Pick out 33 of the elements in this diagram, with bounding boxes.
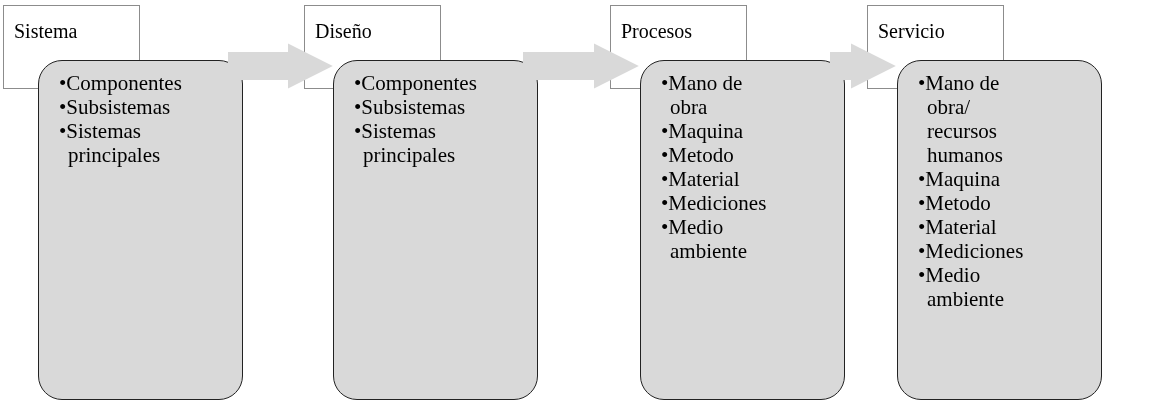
list-item: •Metodo — [661, 143, 735, 167]
stage-title: Sistema — [14, 20, 78, 43]
list-item: •Mano de obra/ recursos humanos — [918, 71, 1004, 167]
list-item: •Medio ambiente — [661, 215, 748, 263]
list-item: •Componentes — [59, 71, 183, 95]
list-item: •Subsistemas — [59, 95, 172, 119]
bullet-list-panel — [640, 60, 845, 400]
list-item: •Medio ambiente — [918, 263, 1005, 311]
list-item: •Sistemas principales — [354, 119, 457, 167]
list-item: •Material — [918, 215, 998, 239]
stage-title: Procesos — [621, 20, 693, 43]
stage-header-box — [3, 5, 140, 60]
arrow — [830, 43, 896, 89]
stage-title: Diseño — [315, 20, 372, 43]
list-item: •Subsistemas — [354, 95, 467, 119]
arrow — [228, 43, 333, 89]
arrow — [523, 43, 639, 89]
stage-header-box — [304, 5, 441, 60]
list-item: •Sistemas principales — [59, 119, 162, 167]
list-item: •Metodo — [918, 191, 992, 215]
bullet-list-panel — [333, 60, 538, 400]
list-item: •Mediciones — [661, 191, 768, 215]
stage-header-box — [867, 5, 1004, 60]
bullet-list-panel — [897, 60, 1102, 400]
list-item: •Mediciones — [918, 239, 1025, 263]
list-item: •Maquina — [918, 167, 1001, 191]
list-item: •Componentes — [354, 71, 478, 95]
stage-header-box — [610, 5, 747, 60]
list-item: •Material — [661, 167, 741, 191]
list-item: •Maquina — [661, 119, 744, 143]
stage-title: Servicio — [878, 20, 945, 43]
bullet-list-panel — [38, 60, 243, 400]
list-item: •Mano de obra — [661, 71, 744, 119]
